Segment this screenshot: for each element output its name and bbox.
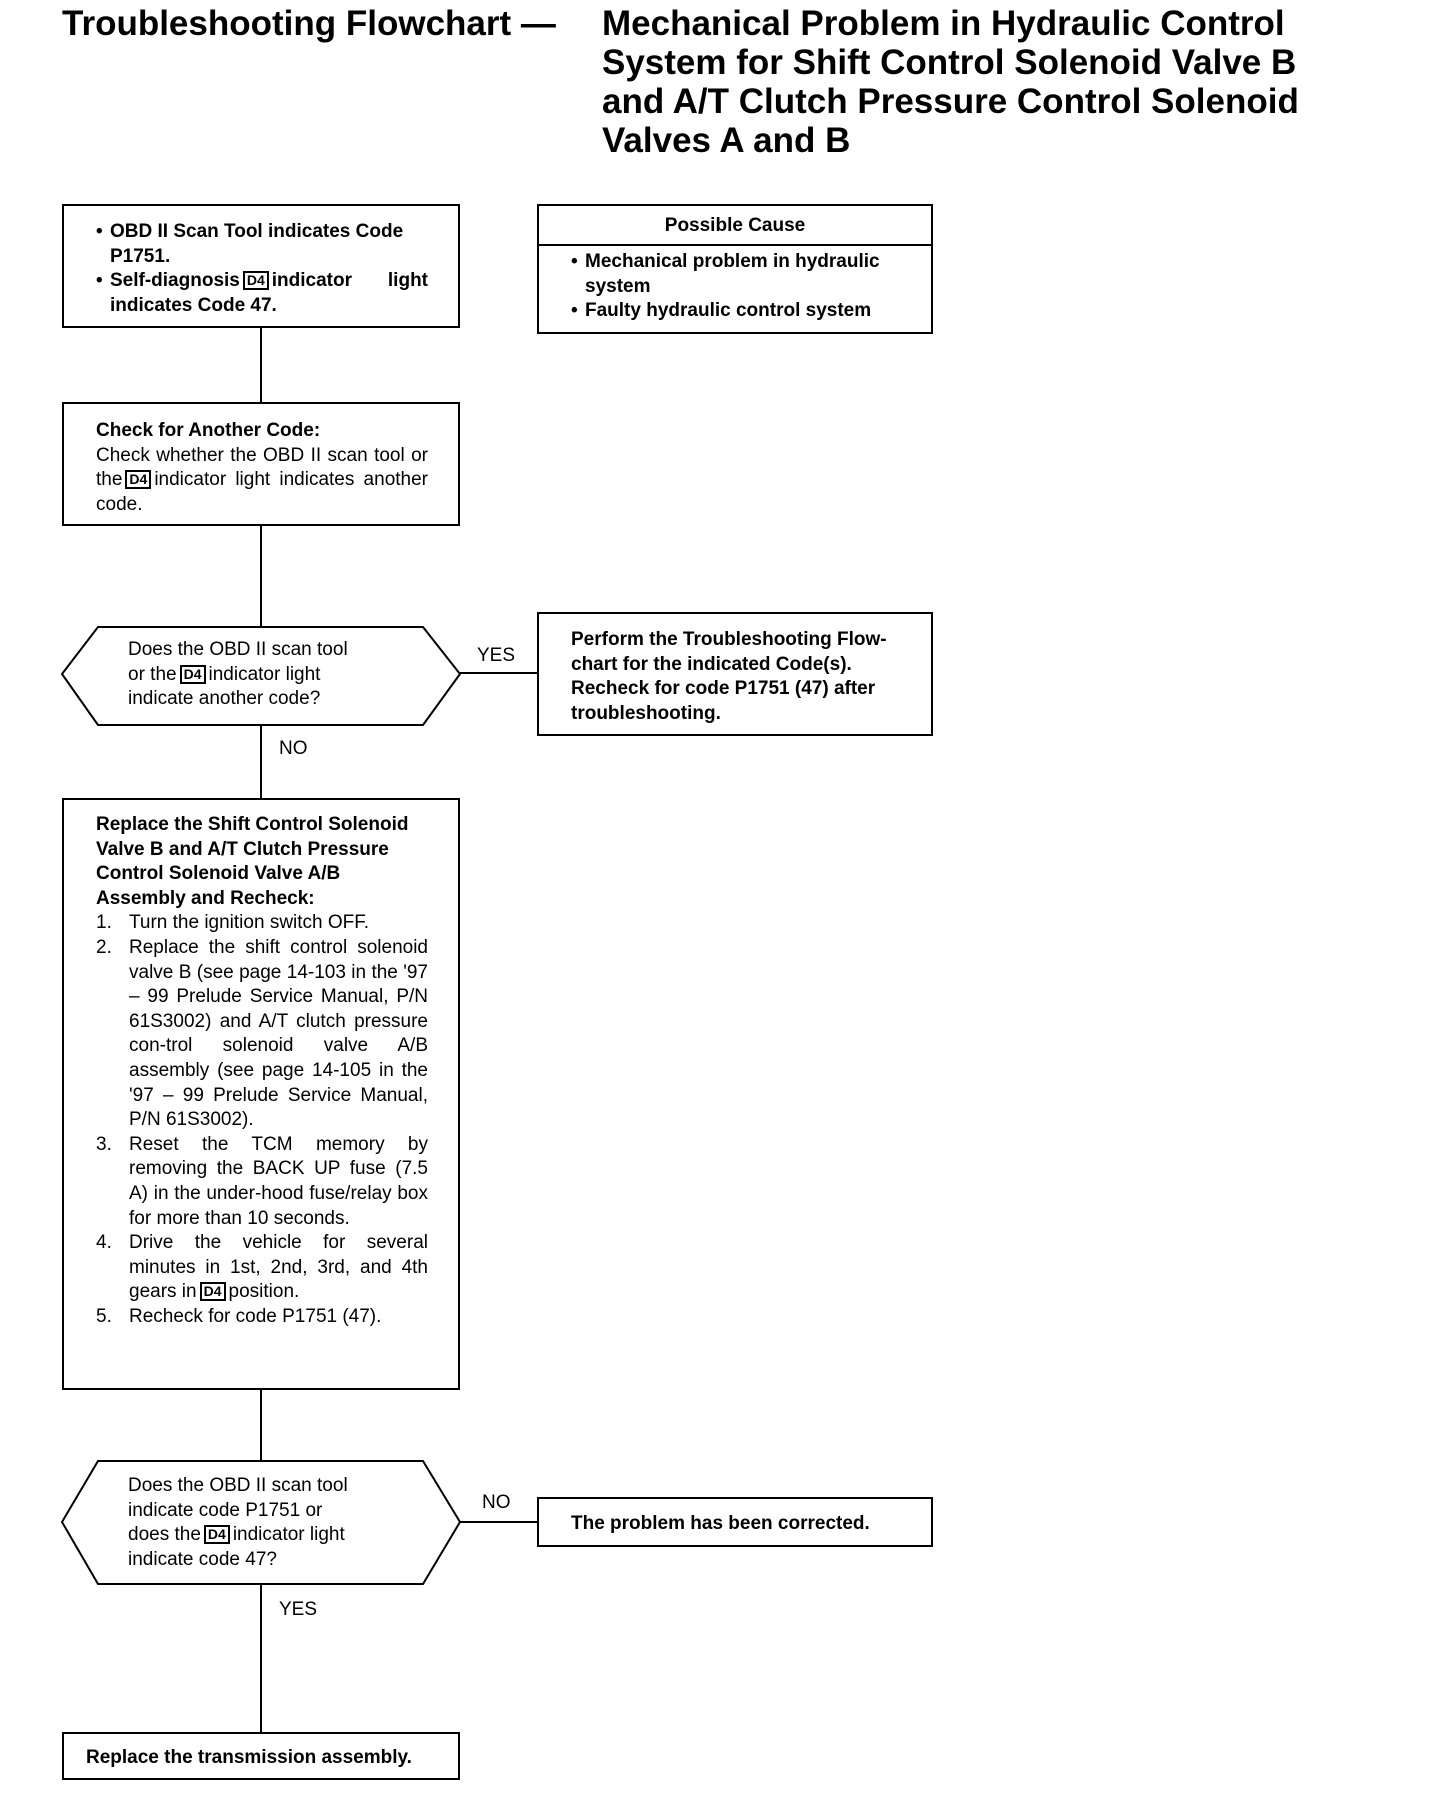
connector-start-to-check [260, 327, 262, 403]
replace-step: 2.Replace the shift control solenoid val… [96, 936, 428, 1131]
check-heading: Check for Another Code: [96, 420, 321, 441]
decision2-line: Does the OBD II scan tool [128, 1475, 348, 1496]
possible-cause-item: Mechanical problem in hydraulic system [571, 250, 905, 299]
replace-step: 1.Turn the ignition switch OFF. [96, 912, 370, 934]
replace-step: 3.Reset the TCM memory by removing the B… [96, 1133, 428, 1229]
connector-decision2-no [459, 1521, 538, 1523]
possible-cause-heading: Possible Cause [664, 215, 806, 236]
replace-step: 5.Recheck for code P1751 (47). [96, 1305, 382, 1327]
connector-decision1-no [260, 725, 262, 799]
possible-cause-box: Possible Cause Mechanical problem in hyd… [537, 204, 933, 334]
connector-decision1-yes [459, 672, 538, 674]
start-box: OBD II Scan Tool indicates Code P1751. S… [62, 204, 460, 328]
connector-check-to-decision1 [260, 525, 262, 628]
page-title-prefix: Troubleshooting Flowchart — [62, 4, 556, 43]
decision1-line: Does the OBD II scan tool [128, 639, 348, 660]
replace-solenoid-box: Replace the Shift Control Solenoid Valve… [62, 798, 460, 1390]
decision2-yes-label: YES [279, 1599, 318, 1620]
d4-indicator-icon: D4 [179, 664, 206, 684]
decision1-yes-label: YES [477, 645, 516, 666]
decision2-line: indicate code 47? [128, 1548, 277, 1570]
d4-indicator-icon: D4 [203, 1525, 230, 1545]
decision1-line: indicate another code? [128, 688, 321, 710]
connector-decision2-yes [260, 1584, 262, 1733]
final-text: Replace the transmission assembly. [86, 1747, 412, 1768]
page-title-line: and A/T Clutch Pressure Control Solenoid [602, 82, 1299, 121]
decision1-no-label: NO [279, 738, 308, 759]
page-title: Mechanical Problem in Hydraulic Control … [602, 4, 1432, 160]
d4-indicator-icon: D4 [242, 271, 269, 291]
perform-troubleshooting-box: Perform the Troubleshooting Flow-chart f… [537, 612, 933, 736]
check-another-code-box: Check for Another Code: Check whether th… [62, 402, 460, 526]
decision2-question: Does the OBD II scan tool indicate code … [128, 1474, 398, 1572]
replace-step: 4.Drive the vehicle for several minutes … [96, 1232, 428, 1303]
check-text: Check whether the OBD II scan tool or th… [96, 444, 428, 515]
decision2-line: indicate code P1751 or [128, 1499, 323, 1521]
perform-text: Perform the Troubleshooting Flow-chart f… [571, 629, 887, 724]
page-title-line: System for Shift Control Solenoid Valve … [602, 43, 1297, 82]
decision1-shape [60, 626, 462, 726]
decision2-no-label: NO [482, 1492, 511, 1513]
problem-corrected-box: The problem has been corrected. [537, 1497, 933, 1547]
start-bullet-code: OBD II Scan Tool indicates Code P1751. [96, 220, 428, 269]
page-title-line: Mechanical Problem in Hydraulic Control [602, 4, 1285, 43]
page-title-line: Valves A and B [602, 121, 851, 160]
decision2-shape [60, 1460, 462, 1585]
connector-replace-to-decision2 [260, 1389, 262, 1462]
d4-indicator-icon: D4 [199, 1282, 226, 1302]
possible-cause-divider [539, 244, 931, 246]
possible-cause-item: Faulty hydraulic control system [571, 299, 905, 324]
replace-heading: Replace the Shift Control Solenoid Valve… [96, 814, 409, 909]
d4-indicator-icon: D4 [125, 470, 152, 490]
replace-transmission-box: Replace the transmission assembly. [62, 1732, 460, 1780]
corrected-text: The problem has been corrected. [571, 1513, 870, 1534]
